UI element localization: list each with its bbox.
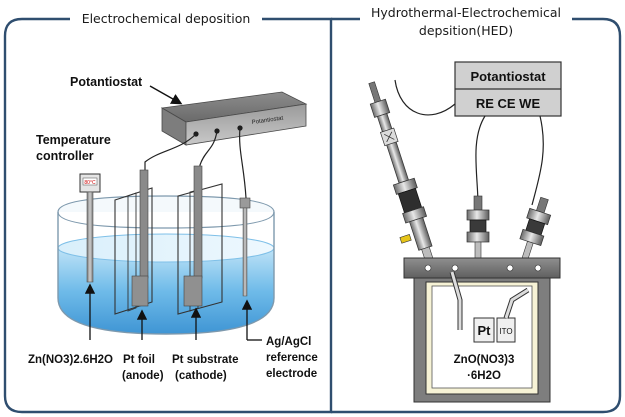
right-panel-title-line2: depsition(HED) bbox=[419, 23, 513, 38]
temp-controller-label-line2: controller bbox=[36, 149, 94, 163]
right-panel-frame bbox=[331, 17, 622, 414]
pt-foil bbox=[131, 275, 149, 307]
potentiostat-label: Potantiostat bbox=[70, 75, 143, 89]
hed-inner-electrodes bbox=[449, 271, 530, 343]
left-panel-title: Electrochemical deposition bbox=[82, 11, 251, 26]
cathode-label-line2: (cathode) bbox=[175, 370, 227, 382]
hed-wire-we bbox=[531, 115, 544, 206]
anode-assembly bbox=[114, 169, 153, 315]
hed-pt-label: Pt bbox=[478, 323, 492, 338]
temp-display: 80°C bbox=[84, 180, 96, 186]
hed-wire-ce bbox=[475, 115, 486, 206]
hed-terminals-label: RE CE WE bbox=[476, 96, 541, 111]
hed-potentiostat-box bbox=[454, 61, 562, 117]
hed-solution-line1: ZnO(NO3)3 bbox=[454, 354, 515, 366]
anode-label-line2: (anode) bbox=[122, 370, 164, 382]
pt-substrate bbox=[183, 275, 203, 307]
thermometer-rod bbox=[86, 191, 94, 283]
beaker bbox=[57, 195, 275, 335]
potentiostat-box: Potantiostat bbox=[160, 91, 308, 146]
reference-label-line3: electrode bbox=[266, 368, 317, 380]
anode-label-line1: Pt foil bbox=[123, 354, 155, 366]
hed-potentiostat-label: Potantiostat bbox=[470, 69, 546, 84]
wire-cathode bbox=[199, 130, 218, 180]
cathode-label-line1: Pt substrate bbox=[172, 354, 238, 366]
reference-electrode bbox=[239, 197, 251, 297]
potentiostat-face-label: Potantiostat bbox=[251, 116, 284, 126]
left-panel-frame bbox=[3, 17, 333, 414]
hed-solution-line2: ·6H2O bbox=[467, 370, 501, 382]
wire-anode bbox=[144, 133, 197, 180]
hed-pt-electrode bbox=[473, 317, 495, 343]
electrolyte-label: Zn(NO3)2.6H2O bbox=[28, 354, 113, 366]
hed-wire-re bbox=[394, 79, 456, 116]
potentiostat-arrow bbox=[149, 85, 183, 105]
reference-label-line2: reference bbox=[266, 352, 318, 364]
right-panel-title-line1: Hydrothermal-Electrochemical bbox=[371, 5, 561, 20]
hed-ito-label: ITO bbox=[499, 327, 512, 336]
reference-label-line1: Ag/AgCl bbox=[266, 336, 311, 348]
wire-reference bbox=[239, 127, 247, 199]
cathode-assembly bbox=[177, 165, 223, 315]
temp-controller-label-line1: Temperature bbox=[36, 133, 111, 147]
temp-controller: 80°C bbox=[79, 173, 101, 283]
